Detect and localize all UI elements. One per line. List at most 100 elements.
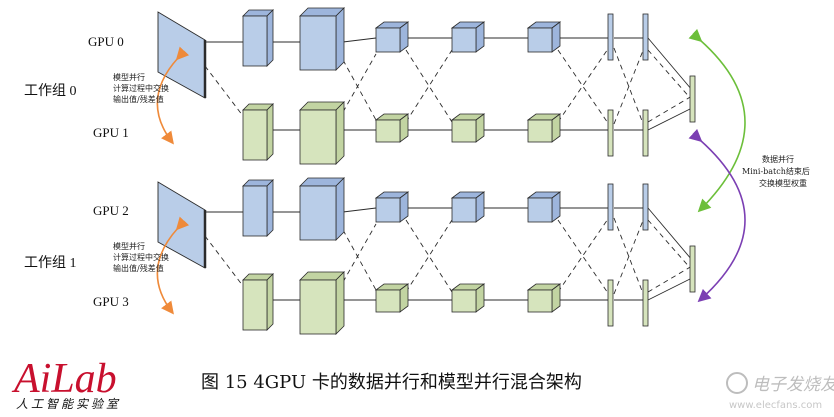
group-1-gpu-top-fc2 — [450, 191, 486, 223]
group-0-gpu-bottom-bar2 — [642, 109, 649, 157]
group-1-gpu-top-bar2 — [642, 183, 649, 231]
group-label-1: 工作组 1 — [24, 255, 77, 271]
group-1-gpu-top-bar1 — [607, 183, 614, 231]
group-0-gpu-bottom-conv2-side — [335, 101, 345, 165]
group-1-gpu-top-conv2 — [299, 177, 345, 241]
group-0-line-out-cross-b — [647, 95, 693, 123]
data-parallel-note-line-2: 交换模型权重 — [759, 178, 807, 188]
watermark-url: www.elecfans.com — [729, 400, 822, 411]
data-parallel-note-line-1: Mini-batch结束后 — [742, 166, 810, 176]
connection-lines — [204, 37, 693, 301]
group-1-gpu-bottom-conv2-front — [299, 279, 337, 335]
group-1-line-b1b2-cross-a — [613, 217, 645, 297]
group-0-line-c2f1-cross-a — [342, 59, 377, 121]
group-0-gpu-top-conv2-front — [299, 15, 337, 71]
group-1-gpu-bottom-bar2 — [642, 279, 649, 327]
group-0-gpu-bottom-conv2-front — [299, 109, 337, 165]
group-0-model-parallel-arrow — [156, 46, 190, 145]
group-1-gpu-bottom-conv2 — [299, 271, 345, 335]
group-1-gpu-top-fc3-front — [527, 197, 553, 223]
gpu-label-2: GPU 2 — [93, 203, 129, 218]
group-0-line-b1b2-cross-b — [613, 47, 645, 125]
figure-caption: 图 15 4GPU 卡的数据并行和模型并行混合架构 — [201, 372, 582, 393]
group-1-gpu-bottom-conv1-front — [242, 279, 268, 331]
group-0-gpu-top-conv2 — [299, 7, 345, 71]
group-1-output-bar — [689, 245, 696, 293]
group-0-line-input-cross — [204, 65, 244, 117]
group-0-gpu-bottom-fc1 — [374, 113, 410, 143]
exchange-arrows — [156, 28, 746, 315]
group-0-line-f3b1-cross-a — [557, 49, 611, 127]
data-parallel-note-line-0: 数据并行 — [762, 154, 794, 164]
group-1-gpu-bottom-conv1 — [242, 273, 274, 331]
watermark-text: 电子发烧友 — [752, 375, 834, 395]
group-label-0: 工作组 0 — [24, 83, 77, 99]
group-1-gpu-bottom-conv1-side — [266, 273, 274, 331]
group-0-gpu-top-fc3-front — [527, 27, 553, 53]
ailab-logo-text: AiLab — [11, 356, 117, 402]
group-0-gpu-bottom-fc2 — [450, 113, 486, 143]
group-0-gpu-bottom-fc2-front — [451, 119, 477, 143]
group-1-line-out-cross-a — [647, 219, 693, 271]
group-0-gpu-top-bar1 — [607, 13, 614, 61]
group-0-gpu-top-conv1 — [242, 9, 274, 67]
group-0-gpu-bottom-fc3 — [526, 113, 562, 143]
group-1-gpu-bottom-fc3-front — [527, 289, 553, 313]
group-1-line-c2f1-cross-a — [342, 229, 377, 291]
group-1-line-out-bottom — [647, 277, 693, 301]
data-parallel-arrow-green — [688, 28, 746, 213]
group-0-line-out-bottom — [647, 107, 693, 131]
model-parallel-note-0-line-2: 输出值/残差值 — [113, 94, 164, 104]
group-0-gpu-top-conv1-front — [242, 15, 268, 67]
group-0-gpu-bottom-conv1-front — [242, 109, 268, 161]
group-1-model-parallel-arrow — [156, 216, 190, 315]
group-1-gpu-bottom-fc3 — [526, 283, 562, 313]
group-1-line-c2f1-cross-b — [342, 223, 377, 283]
model-parallel-note-0-line-0: 模型并行 — [113, 72, 145, 82]
group-1-line-out-cross-b — [647, 265, 693, 293]
group-0-line-out-top — [647, 37, 693, 91]
group-0-gpu-top-bar2 — [642, 13, 649, 61]
group-0-gpu-bottom-bar1 — [607, 109, 614, 157]
group-0-gpu-bottom-conv2 — [299, 101, 345, 165]
group-1-gpu-bottom-fc1-front — [375, 289, 401, 313]
group-1-gpu-top-fc1 — [374, 191, 410, 223]
ailab-logo-subtitle: 人工智能实验室 — [16, 397, 121, 411]
group-0-gpu-top-fc1 — [374, 21, 410, 53]
group-1-gpu-top-fc2-front — [451, 197, 477, 223]
model-parallel-note-0-line-1: 计算过程中交换 — [113, 83, 169, 93]
group-0-gpu-bottom-conv1-side — [266, 103, 274, 161]
group-1-line-input-cross — [204, 235, 244, 287]
group-1-gpu-bottom-bar1 — [607, 279, 614, 327]
group-1-gpu-bottom-fc2-front — [451, 289, 477, 313]
group-0-gpu-top-conv1-side — [266, 9, 274, 67]
group-0-gpu-top-fc2 — [450, 21, 486, 53]
group-0-gpu-top-conv2-side — [335, 7, 345, 71]
ailab-logo: AiLab 人工智能实验室 — [11, 356, 121, 411]
gpu-label-3: GPU 3 — [93, 294, 129, 309]
group-1-line-c2f1-top — [342, 207, 377, 213]
elecfans-logo-icon — [726, 372, 748, 394]
group-0-gpu-bottom-fc3-front — [527, 119, 553, 143]
data-parallel-arrow-purple — [688, 128, 746, 303]
layer-boxes — [157, 7, 696, 335]
group-0-gpu-top-fc3 — [526, 21, 562, 53]
model-parallel-note-1-line-0: 模型并行 — [113, 241, 145, 251]
group-1-gpu-top-conv1-front — [242, 185, 268, 237]
group-1-line-f3b1-cross-b — [557, 215, 611, 293]
group-1-line-b1b2-cross-b — [613, 217, 645, 295]
group-1-gpu-top-fc3 — [526, 191, 562, 223]
gpu-label-0: GPU 0 — [88, 34, 124, 49]
group-0-gpu-top-fc2-front — [451, 27, 477, 53]
group-1-line-out-top — [647, 207, 693, 261]
group-0-line-out-cross-a — [647, 49, 693, 101]
group-0-line-f3b1-cross-b — [557, 45, 611, 123]
gpu-label-1: GPU 1 — [93, 125, 129, 140]
group-1-gpu-bottom-conv2-side — [335, 271, 345, 335]
group-1-gpu-bottom-fc1 — [374, 283, 410, 313]
model-parallel-note-1-line-1: 计算过程中交换 — [113, 252, 169, 262]
group-1-gpu-bottom-fc2 — [450, 283, 486, 313]
group-0-line-c2f1-cross-b — [342, 53, 377, 113]
group-1-gpu-top-conv1-side — [266, 179, 274, 237]
